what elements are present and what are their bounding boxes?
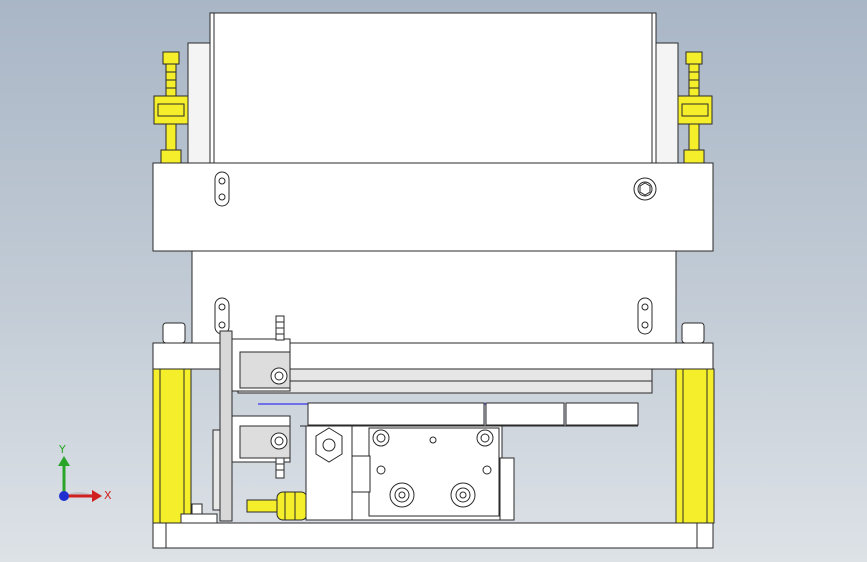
slide-rail: [237, 368, 653, 427]
y-axis-label: Y: [58, 443, 66, 456]
axis-triad: Y X: [58, 443, 112, 502]
cylinder-block: [351, 425, 515, 521]
base-plate: [152, 522, 714, 549]
mounting-plate: [152, 162, 714, 252]
top-block: [187, 12, 679, 166]
right-yellow-post: [675, 368, 715, 524]
middle-body: [191, 250, 677, 344]
sensor-bracket: [212, 315, 291, 522]
z-axis-dot: [59, 491, 69, 501]
right-guide-rod: [677, 51, 713, 165]
left-yellow-post: [152, 368, 192, 524]
left-guide-rod: [153, 51, 189, 165]
pneumatic-fitting: [246, 491, 308, 521]
valve-block: [305, 425, 353, 521]
x-axis-label: X: [104, 489, 112, 502]
